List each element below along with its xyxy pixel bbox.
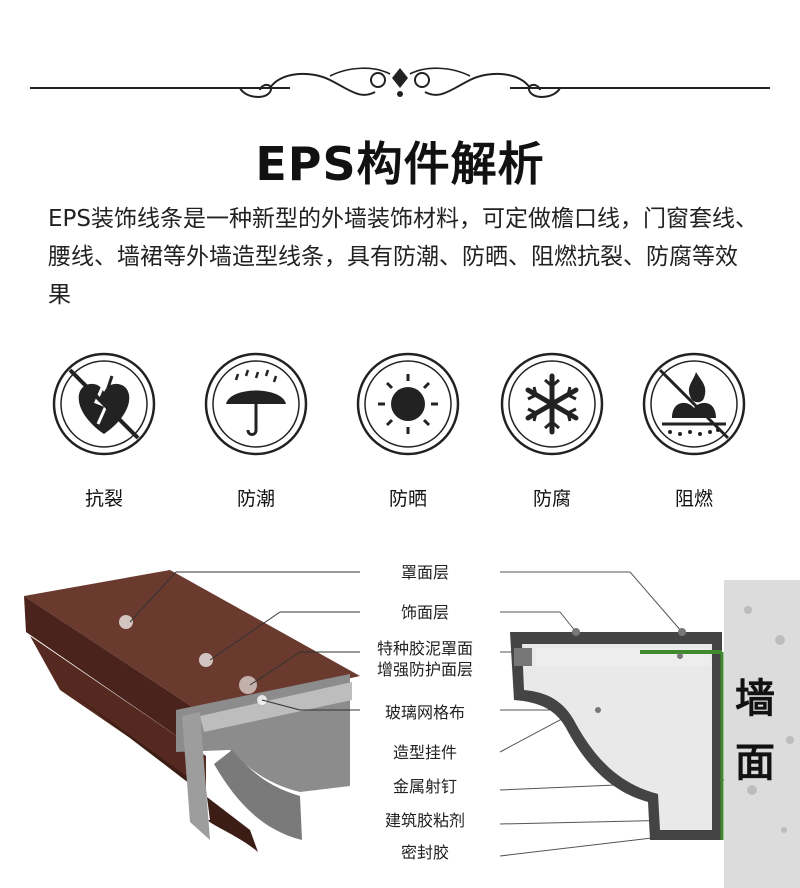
feature-sun-proof: 防晒 (356, 352, 460, 511)
feature-anti-corrosion: 防腐 (500, 352, 604, 511)
feature-flame-retardant: 阻燃 (642, 352, 746, 511)
wall-label-bottom: 面 (735, 740, 775, 786)
layer-label-sealant: 密封胶 (400, 843, 449, 862)
feature-label: 抗裂 (84, 488, 123, 510)
feature-moisture-proof: 防潮 (204, 352, 308, 511)
wall-label-top: 墙 (735, 676, 775, 722)
molding-3d-illustration (24, 570, 360, 852)
feature-label: 防腐 (532, 488, 571, 510)
umbrella-rain-icon (204, 352, 308, 456)
wall-panel (724, 580, 800, 888)
layer-label-glass-mesh: 玻璃网格布 (384, 703, 465, 722)
page-title: EPS构件解析 (255, 137, 545, 191)
structure-diagram (24, 570, 800, 888)
layer-label-top-coat: 罩面层 (400, 563, 449, 582)
flame-icon (642, 352, 746, 456)
layer-label-adhesive: 建筑胶粘剂 (384, 811, 465, 830)
layer-label-shaping-hanger: 造型挂件 (392, 743, 457, 762)
sun-icon (356, 352, 460, 456)
description-text: EPS装饰线条是一种新型的外墙装饰材料，可定做檐口线，门窗套线、腰线、墙裙等外墙… (48, 206, 759, 308)
snowflake-icon (500, 352, 604, 456)
crack-heart-icon (52, 352, 156, 456)
layer-label-metal-nail: 金属射钉 (392, 777, 457, 796)
decorative-divider (30, 67, 770, 98)
feature-label: 防潮 (236, 488, 275, 510)
feature-crack-resistant: 抗裂 (52, 352, 156, 511)
layer-label-mortar-reinforcement: 特种胶泥罩面 增强防护面层 (376, 639, 473, 679)
feature-label: 阻燃 (674, 488, 713, 510)
cross-section-illustration (510, 628, 724, 840)
layer-label-finish-coat: 饰面层 (400, 603, 449, 622)
feature-label: 防晒 (388, 488, 427, 510)
